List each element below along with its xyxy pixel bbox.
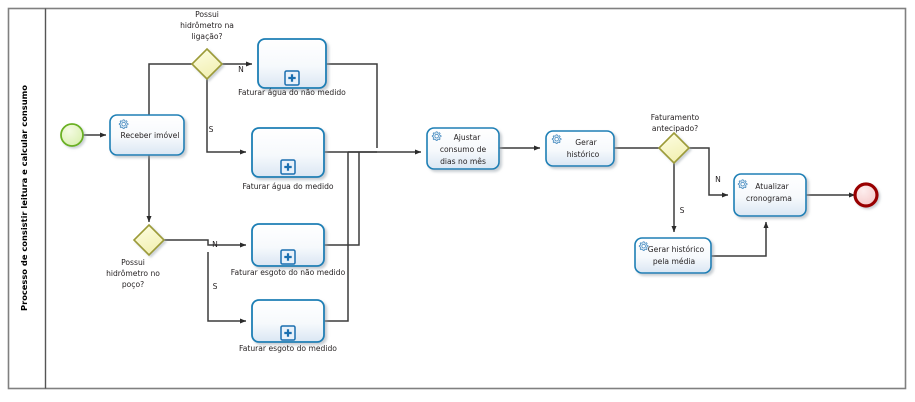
gateway-possui-hidrometro-ligacao[interactable]: Possui hidrômetro na ligação? — [180, 10, 234, 81]
sequence-flows — [83, 61, 856, 324]
flow-g2-n — [164, 239, 247, 248]
task-label-line3: dias no mês — [440, 157, 486, 166]
gateway-possui-hidrometro-poco[interactable]: Possui hidrômetro no poço? — [106, 223, 166, 289]
gateway-label-line1: Possui — [195, 10, 219, 19]
pool-container: Processo de consistir leitura e calcular… — [7, 7, 907, 390]
task-ajustar-consumo-dias-mes[interactable]: Ajustar consumo de dias no mês — [426, 127, 500, 170]
flow-g1-s — [206, 79, 247, 155]
task-label-line2: consumo de — [440, 145, 487, 154]
gear-icon — [431, 131, 442, 141]
subprocess-plus-icon — [280, 325, 296, 341]
flow-label-n-esgoto: N — [212, 240, 218, 249]
subprocess-faturar-esgoto-medido[interactable]: Faturar esgoto do medido — [239, 299, 337, 353]
task-label-line2: cronograma — [746, 194, 792, 203]
subprocess-faturar-esgoto-nao-medido[interactable]: Faturar esgoto do não medido — [231, 223, 346, 277]
task-label-line1: Gerar — [575, 138, 597, 147]
subprocess-plus-icon — [284, 70, 300, 86]
gateway-label-line3: ligação? — [191, 32, 222, 41]
subprocess-label: Faturar água do medido — [242, 182, 333, 191]
gateway-label-line2: antecipado? — [652, 124, 698, 133]
subprocess-plus-icon — [280, 159, 296, 175]
gear-icon — [737, 179, 748, 189]
flow-label-s-agua: S — [209, 125, 214, 134]
task-gerar-historico-pela-media[interactable]: Gerar histórico pela média — [634, 237, 712, 274]
flow-t2-merge — [326, 63, 378, 148]
flow-t5-merge — [324, 152, 349, 322]
flow-label-n-agua: N — [238, 65, 244, 74]
flow-g2-s — [207, 252, 247, 324]
task-atualizar-cronograma[interactable]: Atualizar cronograma — [733, 173, 807, 217]
gateway-faturamento-antecipado[interactable]: Faturamento antecipado? — [651, 113, 700, 165]
subprocess-faturar-agua-nao-medido[interactable]: Faturar água do não medido — [238, 38, 346, 97]
gear-icon — [551, 134, 562, 144]
subprocess-label: Faturar água do não medido — [238, 88, 346, 97]
gateway-label-line1: Faturamento — [651, 113, 700, 122]
flow-condition-labels: N S N S S N — [209, 65, 721, 291]
flow-g3-n — [689, 147, 729, 198]
gear-icon — [638, 241, 649, 251]
subprocess-label: Faturar esgoto do não medido — [231, 268, 346, 277]
gateway-label-line2: hidrômetro na — [180, 21, 234, 30]
task-label: Receber imóvel — [121, 131, 180, 140]
flow-label-n-antecipado: N — [715, 175, 721, 184]
subprocess-faturar-agua-medido[interactable]: Faturar água do medido — [242, 127, 334, 191]
flow-t4-merge — [324, 152, 360, 246]
flow-label-s-antecipado: S — [680, 206, 685, 215]
gateway-label-line3: poço? — [122, 280, 144, 289]
task-label-line1: Gerar histórico — [648, 245, 705, 254]
start-event[interactable] — [60, 123, 84, 147]
task-gerar-historico[interactable]: Gerar histórico — [545, 130, 615, 167]
flow-media-to-atualizar — [711, 221, 769, 257]
flow-label-s-esgoto: S — [213, 282, 218, 291]
gateway-label-line2: hidrômetro no — [106, 269, 160, 278]
lane-title: Processo de consistir leitura e calcular… — [19, 85, 29, 311]
subprocess-label: Faturar esgoto do medido — [239, 344, 337, 353]
subprocess-plus-icon — [280, 249, 296, 265]
task-receber-imovel[interactable]: Receber imóvel — [109, 114, 185, 156]
task-label-line1: Atualizar — [755, 182, 789, 191]
task-label-line2: histórico — [567, 150, 600, 159]
gear-icon — [118, 119, 129, 129]
flow-receber-split-up — [148, 61, 201, 115]
task-label-line2: pela média — [653, 257, 695, 266]
end-event[interactable] — [853, 182, 879, 208]
task-label-line1: Ajustar — [454, 133, 482, 142]
gateway-label-line1: Possui — [121, 258, 145, 267]
